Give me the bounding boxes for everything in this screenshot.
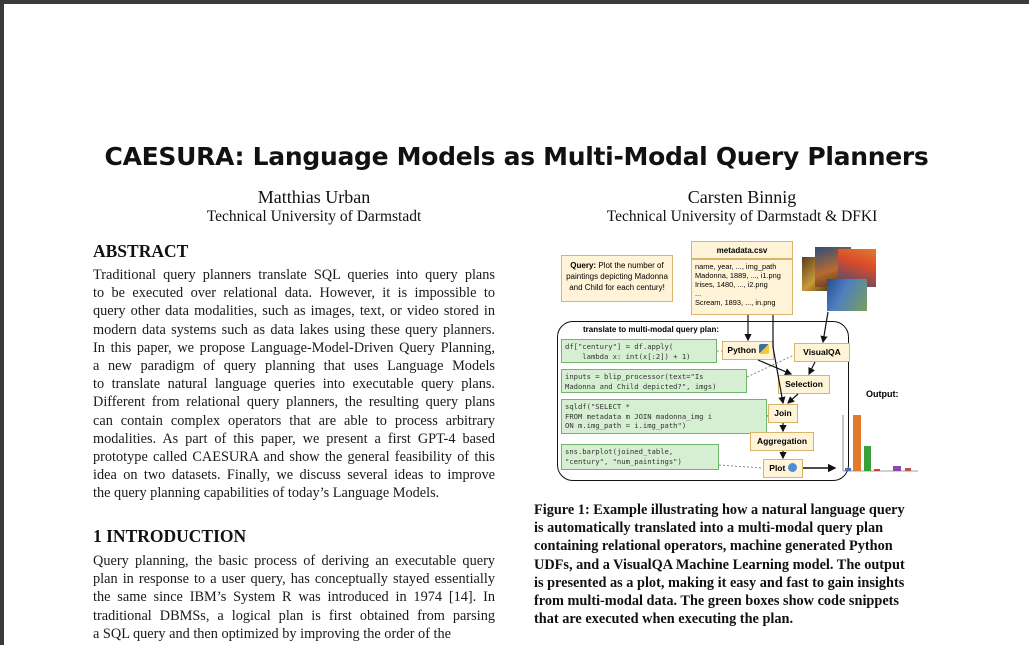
dotted-connector	[746, 354, 795, 378]
chart-icon	[787, 463, 797, 472]
caption-line: that are executed when executing the pla…	[534, 611, 794, 628]
code-snippet-sql: sqldf("SELECT * FROM metadata m JOIN mad…	[561, 399, 767, 434]
plan-label: translate to multi-modal query plan:	[583, 325, 720, 334]
dotted-connector	[766, 413, 769, 418]
plan-frame	[557, 321, 849, 481]
author-affiliation: Technical University of Darmstadt	[206, 208, 422, 225]
text-line: modalities. As part of this paper, we pr…	[93, 430, 495, 447]
chart-bar	[893, 466, 901, 471]
text-line: a SQL query and then optimized by improv…	[93, 625, 451, 642]
query-label: Query:	[570, 261, 597, 270]
text-line: plan in response to a user query, has co…	[93, 571, 495, 588]
arrow	[808, 361, 816, 376]
figure-1: Query: Plot the number of paintings depi…	[553, 237, 933, 487]
csv-line: Madonna, 1889, ..., i1.png	[695, 271, 781, 280]
author-name: Carsten Binnig	[687, 187, 797, 207]
text-line: idea on two datasets. Finally, we discus…	[93, 467, 495, 484]
text-line: prototype called CAESURA and show the ge…	[93, 449, 495, 466]
python-icon	[758, 344, 769, 354]
painting-thumbnail	[827, 279, 867, 311]
introduction-text: Query planning, the basic process of der…	[93, 552, 495, 643]
csv-title: metadata.csv	[691, 241, 793, 259]
abstract-heading: ABSTRACT	[93, 241, 189, 261]
output-chart	[842, 415, 918, 472]
op-plot: Plot	[763, 459, 803, 478]
abstract-text: Traditional query planners translate SQL…	[93, 266, 495, 503]
chart-bar	[864, 446, 871, 471]
csv-line: Irises, 1480, ..., i2.png	[695, 280, 768, 289]
caption-line: containing relational operators, machine…	[534, 538, 893, 555]
arrow	[757, 359, 793, 375]
op-visualqa: VisualQA	[794, 343, 850, 362]
introduction-heading: 1 INTRODUCTION	[93, 526, 247, 546]
plan-arrows	[717, 311, 918, 473]
op-aggregation: Aggregation	[750, 432, 814, 451]
arrow	[787, 393, 799, 404]
text-line: the same since IBM’s System R was introd…	[93, 589, 495, 606]
arrow	[820, 311, 829, 344]
text-line: the query planning capabilities of today…	[93, 485, 440, 502]
author-block-1: Matthias Urban Technical University of D…	[154, 187, 474, 227]
text-line: traditional DBMSs, a logical plan is fir…	[93, 607, 495, 624]
chart-bar	[874, 469, 880, 471]
text-line: to be executed over relational data. How…	[93, 285, 495, 302]
csv-line: Scream, 1893, ..., in.png	[695, 298, 776, 307]
caption-line: Figure 1: Example illustrating how a nat…	[534, 502, 905, 518]
text-line: can contain complex operators that are a…	[93, 412, 495, 429]
code-snippet-plot: sns.barplot(joined_table, "century", "nu…	[561, 444, 719, 470]
author-name: Matthias Urban	[257, 187, 371, 207]
op-python-label: Python	[727, 345, 757, 355]
caption-line: from multi-modal data. The green boxes s…	[534, 593, 899, 610]
op-python: Python	[722, 341, 774, 360]
csv-table: name, year, ..., img_path Madonna, 1889,…	[691, 259, 793, 315]
chart-bar	[853, 415, 861, 471]
op-join: Join	[768, 404, 798, 423]
text-line: In this paper, we propose Language-Model…	[93, 339, 495, 356]
chart-bar	[845, 468, 851, 471]
caption-line: is automatically translated into a multi…	[534, 520, 884, 537]
op-selection: Selection	[778, 375, 830, 394]
text-line: Different from relational query planners…	[93, 394, 495, 411]
text-line: Query planning, the basic process of der…	[93, 553, 495, 569]
csv-line: name, year, ..., img_path	[695, 262, 777, 271]
paper-page: CAESURA: Language Models as Multi-Modal …	[4, 4, 1029, 645]
op-plot-label: Plot	[769, 463, 786, 473]
code-snippet-visualqa: inputs = blip_processor(text="Is Madonna…	[561, 369, 747, 393]
caption-line: is presented as a plot, making it easy a…	[534, 574, 905, 591]
paper-title: CAESURA: Language Models as Multi-Modal …	[104, 142, 929, 171]
figure-caption: Figure 1: Example illustrating how a nat…	[534, 501, 944, 628]
query-text: Plot the number of paintings depicting M…	[566, 261, 668, 292]
arrow	[772, 315, 786, 405]
caption-line: UDFs, and a VisualQA Machine Learning mo…	[534, 556, 905, 573]
text-line: Traditional query planners translate SQL…	[93, 267, 495, 283]
text-line: modern data systems such as data lakes u…	[93, 321, 495, 338]
dotted-connector	[718, 464, 764, 469]
csv-line: ...	[695, 289, 702, 298]
output-label: Output:	[866, 389, 899, 399]
author-affiliation: Technical University of Darmstadt & DFKI	[606, 208, 878, 225]
text-line: a new paradigm of query planning that us…	[93, 358, 495, 375]
author-block-2: Carsten Binnig Technical University of D…	[552, 187, 932, 227]
text-line: to translate natural language queries in…	[93, 376, 495, 393]
text-line: query other data modalities, such as ima…	[93, 303, 495, 320]
code-snippet-udf: df["century"] = df.apply( lambda x: int(…	[561, 339, 717, 363]
chart-bar	[905, 468, 911, 471]
query-box: Query: Plot the number of paintings depi…	[561, 255, 673, 302]
